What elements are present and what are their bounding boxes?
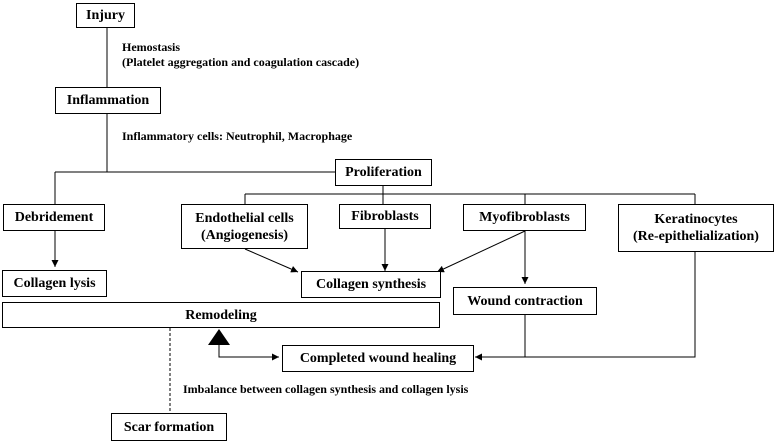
node-debridement: Debridement	[3, 204, 105, 231]
node-proliferation: Proliferation	[335, 159, 432, 186]
node-keratinocytes: Keratinocytes(Re-epithelialization)	[618, 204, 774, 252]
node-completed-wound-healing: Completed wound healing	[282, 345, 474, 372]
node-collagen-lysis: Collagen lysis	[2, 270, 107, 297]
arrow-remodeling-healing	[218, 345, 279, 361]
line-contraction-healing	[475, 315, 526, 358]
arrow-endothelial-synthesis	[244, 248, 299, 273]
annotation-inflammatory-cells: Inflammatory cells: Neutrophil, Macropha…	[122, 129, 353, 143]
line-keratinocytes-healing	[475, 252, 696, 361]
node-wound-contraction: Wound contraction	[453, 287, 597, 315]
remodeling-triangle-marker	[208, 329, 230, 345]
node-inflammation: Inflammation	[55, 87, 161, 114]
node-endothelial-cells: Endothelial cells(Angiogenesis)	[181, 204, 308, 249]
node-collagen-synthesis: Collagen synthesis	[301, 271, 441, 298]
node-myofibroblasts: Myofibroblasts	[463, 204, 586, 231]
arrow-myofibroblasts-synthesis	[436, 230, 526, 273]
node-remodeling: Remodeling	[2, 302, 440, 328]
node-injury: Injury	[76, 3, 135, 28]
node-scar-formation: Scar formation	[111, 413, 227, 441]
node-fibroblasts: Fibroblasts	[339, 204, 431, 229]
annotation-imbalance: Imbalance between collagen synthesis and…	[183, 382, 469, 396]
annotation-hemostasis: Hemostasis(Platelet aggregation and coag…	[122, 40, 360, 69]
